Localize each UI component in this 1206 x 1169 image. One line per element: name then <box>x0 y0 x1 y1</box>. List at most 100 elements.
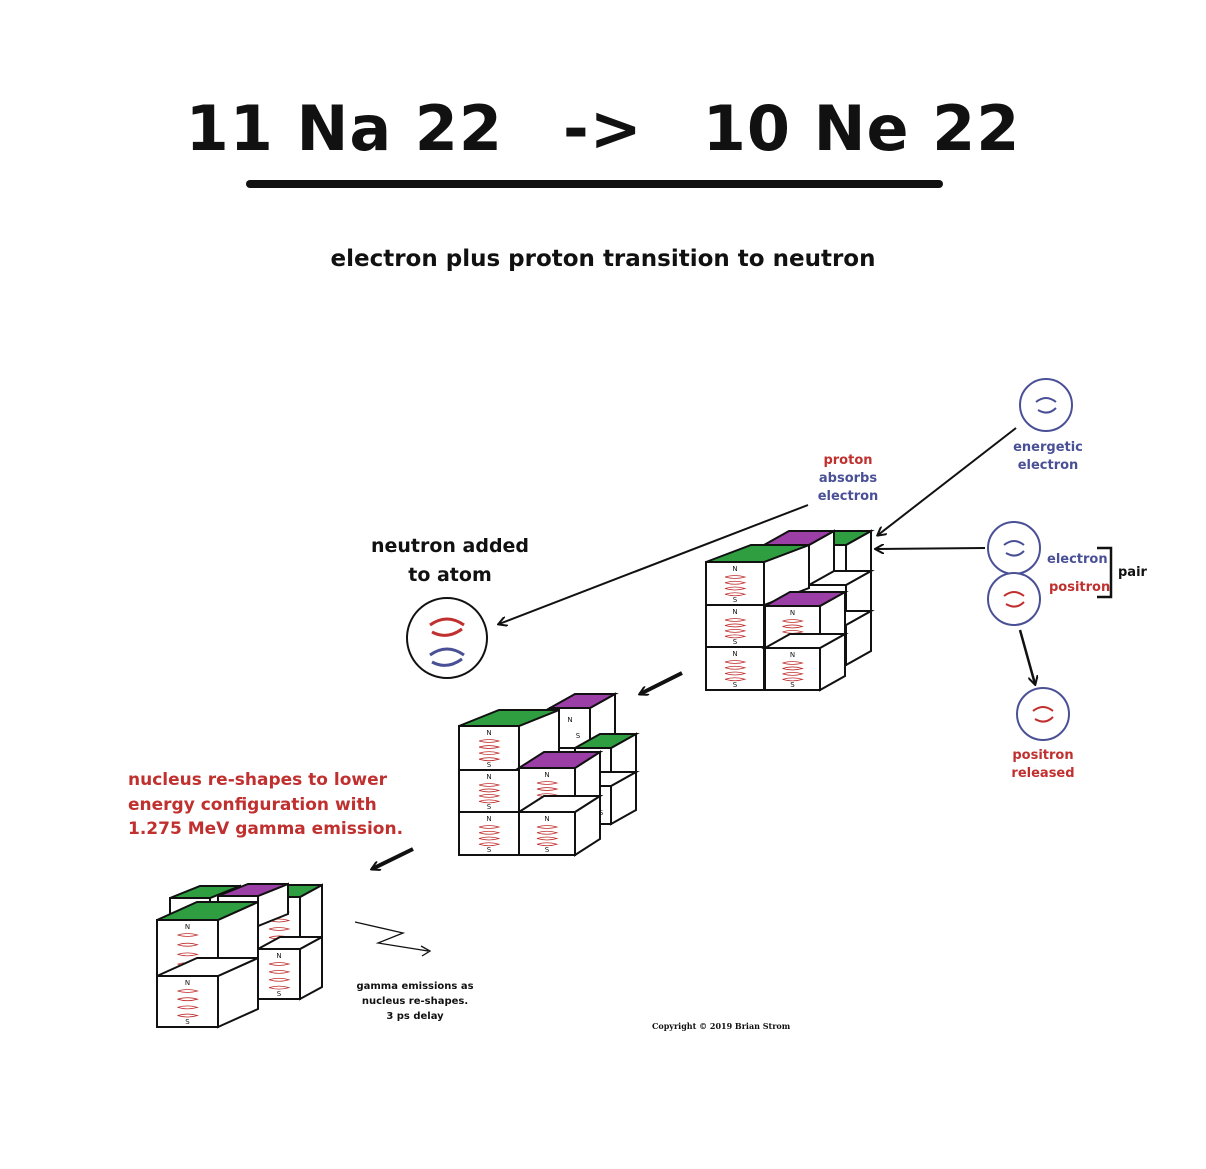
field-line <box>536 830 559 835</box>
field-line <box>536 787 559 791</box>
neutron-particle <box>406 597 488 679</box>
north-pole-label: N <box>732 565 737 573</box>
south-pole-label: S <box>733 596 738 604</box>
field-line <box>268 977 291 982</box>
reshape-line3: 1.275 MeV gamma emission. <box>128 819 404 839</box>
field-line <box>724 580 747 585</box>
subtitle: electron plus proton transition to neutr… <box>330 246 876 272</box>
field-line <box>478 751 501 756</box>
nucleon-cube: NS <box>156 956 259 1029</box>
south-pole-label: S <box>545 846 550 854</box>
north-pole-label: N <box>732 650 737 658</box>
field-line <box>268 962 291 966</box>
field-line <box>724 634 747 639</box>
north-pole-label: N <box>185 923 190 931</box>
field-line <box>724 671 747 676</box>
field-line <box>177 989 199 993</box>
field-line <box>782 672 804 676</box>
energetic-electron-particle <box>1019 378 1073 432</box>
arrow-electron-to-nucleus <box>878 427 1017 535</box>
energetic-electron-label-line2: electron <box>1017 458 1079 473</box>
north-pole-label: N <box>544 815 549 823</box>
field-line <box>478 799 501 804</box>
field-line <box>478 757 501 762</box>
field-line <box>782 666 804 671</box>
north-pole-label: N <box>486 773 491 781</box>
field-line <box>724 575 747 579</box>
reshape-line2: energy configuration with <box>128 794 377 815</box>
nucleus-stage-1-cubes: NSNSNSNSNSNSNSNSNS <box>705 529 875 692</box>
arrow-stage-2-to-3 <box>372 847 414 869</box>
field-line <box>724 592 747 597</box>
nucleon-cube: NS <box>761 632 849 692</box>
south-pole-label: S <box>487 846 492 854</box>
gamma-note-line2: nucleus re-shapes. <box>361 996 469 1007</box>
field-line <box>724 618 747 622</box>
field-line <box>268 969 291 974</box>
field-line <box>724 586 747 591</box>
field-line <box>478 825 501 829</box>
field-line <box>177 1005 199 1010</box>
field-line <box>478 830 501 835</box>
field-line <box>724 660 747 664</box>
field-line <box>177 942 199 947</box>
north-pole-label: N <box>567 716 572 724</box>
north-pole-label: N <box>276 952 281 960</box>
title-daughter-nuclide: 10 Ne 22 <box>702 92 1021 165</box>
energetic-electron-label-line1: energetic <box>1013 440 1083 455</box>
south-pole-label: S <box>576 732 581 740</box>
field-line <box>782 630 804 634</box>
arrow-proton-to-neutron <box>499 504 809 624</box>
nucleon-cube: NS <box>515 794 604 857</box>
south-pole-label: S <box>733 638 738 646</box>
field-line <box>478 788 501 793</box>
south-pole-label: S <box>185 1018 190 1026</box>
field-line <box>782 619 804 623</box>
field-line <box>268 927 291 931</box>
nucleon-cube: NS <box>705 604 765 648</box>
field-line <box>536 842 559 847</box>
pair-positron-label: positron <box>1049 580 1111 595</box>
pair-label: pair <box>1118 565 1147 580</box>
north-pole-label: N <box>486 729 491 737</box>
pair-bracket <box>1097 546 1113 599</box>
field-line <box>268 985 291 990</box>
field-line <box>724 665 747 670</box>
field-line <box>536 825 559 829</box>
nucleon-cube: NS <box>705 543 810 607</box>
proton-absorbs-line3: electron <box>817 489 879 504</box>
north-pole-label: N <box>486 815 491 823</box>
south-pole-label: S <box>733 681 738 689</box>
reshape-description: nucleus re-shapes to lower energy config… <box>128 768 403 842</box>
arrow-stage-1-to-2 <box>640 671 683 694</box>
proton-absorbs-label: proton absorbs electron <box>796 452 900 506</box>
positron-released-line2: released <box>1011 766 1075 781</box>
field-line <box>724 629 747 633</box>
field-line <box>782 661 804 665</box>
field-line <box>724 677 747 682</box>
neutron-added-line2: to atom <box>408 564 492 586</box>
positron-released-line1: positron <box>1012 748 1074 763</box>
south-pole-label: S <box>599 809 604 817</box>
field-line <box>177 933 199 937</box>
field-line <box>478 739 501 743</box>
field-line <box>478 836 501 841</box>
south-pole-label: S <box>487 803 492 811</box>
pair-electron-label: electron <box>1047 552 1108 567</box>
north-pole-label: N <box>185 979 190 987</box>
neutron-added-label: neutron added to atom <box>350 532 550 590</box>
north-pole-label: N <box>790 651 795 659</box>
north-pole-label: N <box>544 771 549 779</box>
nucleon-cube: NS <box>257 935 323 1001</box>
field-line <box>782 677 804 682</box>
reshape-line1: nucleus re-shapes to lower <box>128 770 388 790</box>
south-pole-label: S <box>487 761 492 769</box>
field-line <box>177 952 199 957</box>
nucleon-cube: NS <box>458 811 520 856</box>
north-pole-label: N <box>790 609 795 617</box>
field-line <box>478 745 501 749</box>
north-pole-label: N <box>732 608 737 616</box>
reaction-title: 11 Na 22->10 Ne 22 <box>0 92 1206 165</box>
nucleon-cube: NS <box>705 646 765 691</box>
